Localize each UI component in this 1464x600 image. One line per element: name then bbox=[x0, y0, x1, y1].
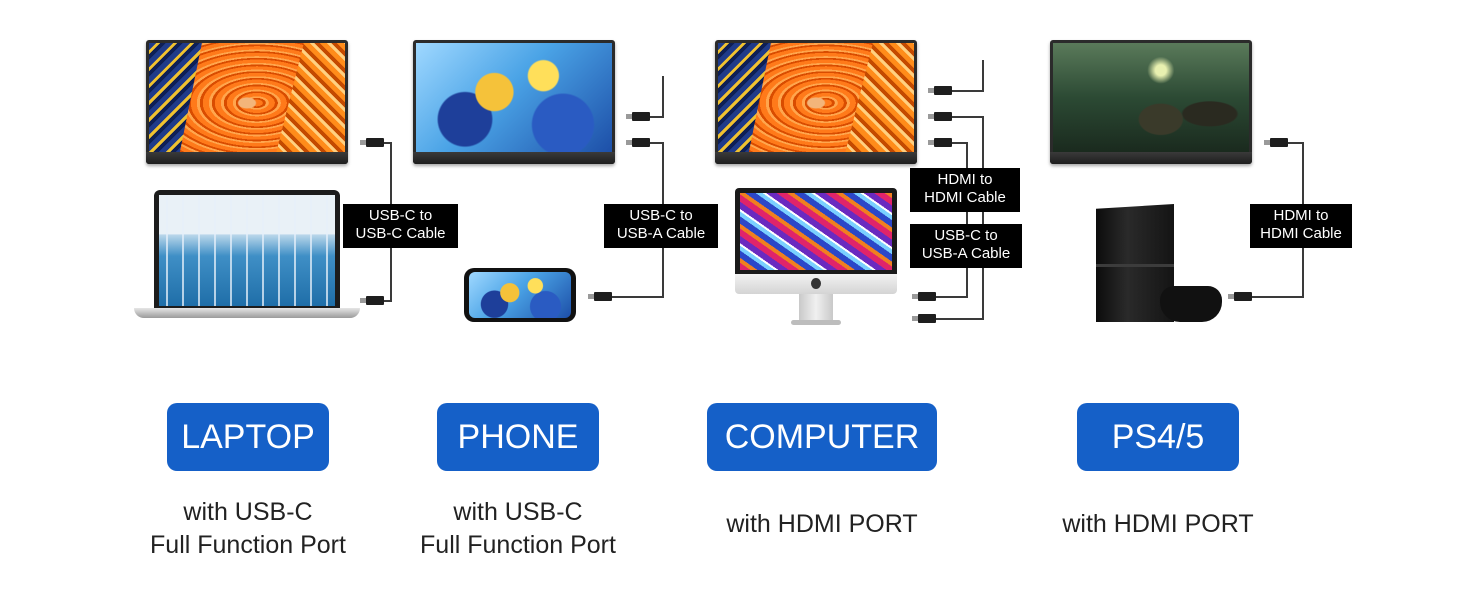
phone-icon bbox=[464, 268, 576, 322]
cable-label-ps: HDMI to HDMI Cable bbox=[1250, 204, 1352, 248]
monitor-screen bbox=[718, 43, 914, 152]
apple-logo-icon bbox=[811, 278, 821, 289]
device-caption-phone: with USB-C Full Function Port bbox=[420, 498, 616, 559]
usb-c-plug bbox=[588, 292, 612, 301]
cable-label-laptop: USB-C to USB-C Cable bbox=[343, 204, 458, 248]
usb-c-plug bbox=[626, 112, 650, 121]
hdmi-plug bbox=[1228, 292, 1252, 301]
hdmi-plug bbox=[1264, 138, 1288, 147]
monitor-screen bbox=[416, 43, 612, 152]
usb-c-plug bbox=[360, 138, 384, 147]
device-badge-laptop: LAPTOP bbox=[167, 403, 329, 471]
monitor-screen bbox=[149, 43, 345, 152]
usb-a-plug bbox=[626, 138, 650, 147]
controller-icon bbox=[1160, 286, 1222, 322]
monitor-screen bbox=[1053, 43, 1249, 152]
cable-label-phone: USB-C to USB-A Cable bbox=[604, 204, 718, 248]
portable-monitor-computer bbox=[715, 40, 917, 164]
portable-monitor-phone bbox=[413, 40, 615, 164]
ps4-icon bbox=[1096, 204, 1224, 324]
imac-icon bbox=[735, 188, 897, 326]
usb-a-plug bbox=[912, 314, 936, 323]
portable-monitor-ps bbox=[1050, 40, 1252, 164]
device-badge-phone: PHONE bbox=[437, 403, 599, 471]
device-caption-ps: with HDMI PORT bbox=[1062, 510, 1254, 538]
device-badge-computer: COMPUTER bbox=[707, 403, 937, 471]
cable-label-computer-usb: USB-C to USB-A Cable bbox=[910, 224, 1022, 268]
cable-label-computer-hdmi: HDMI to HDMI Cable bbox=[910, 168, 1020, 212]
usb-c-plug bbox=[360, 296, 384, 305]
device-caption-computer: with HDMI PORT bbox=[726, 510, 918, 538]
portable-monitor-laptop bbox=[146, 40, 348, 164]
hdmi-plug bbox=[912, 292, 936, 301]
laptop-icon bbox=[134, 190, 360, 322]
hdmi-plug bbox=[928, 138, 952, 147]
device-badge-ps: PS4/5 bbox=[1077, 403, 1239, 471]
usb-c-plug bbox=[928, 86, 952, 95]
device-caption-laptop: with USB-C Full Function Port bbox=[150, 498, 346, 559]
hdmi-plug bbox=[928, 112, 952, 121]
